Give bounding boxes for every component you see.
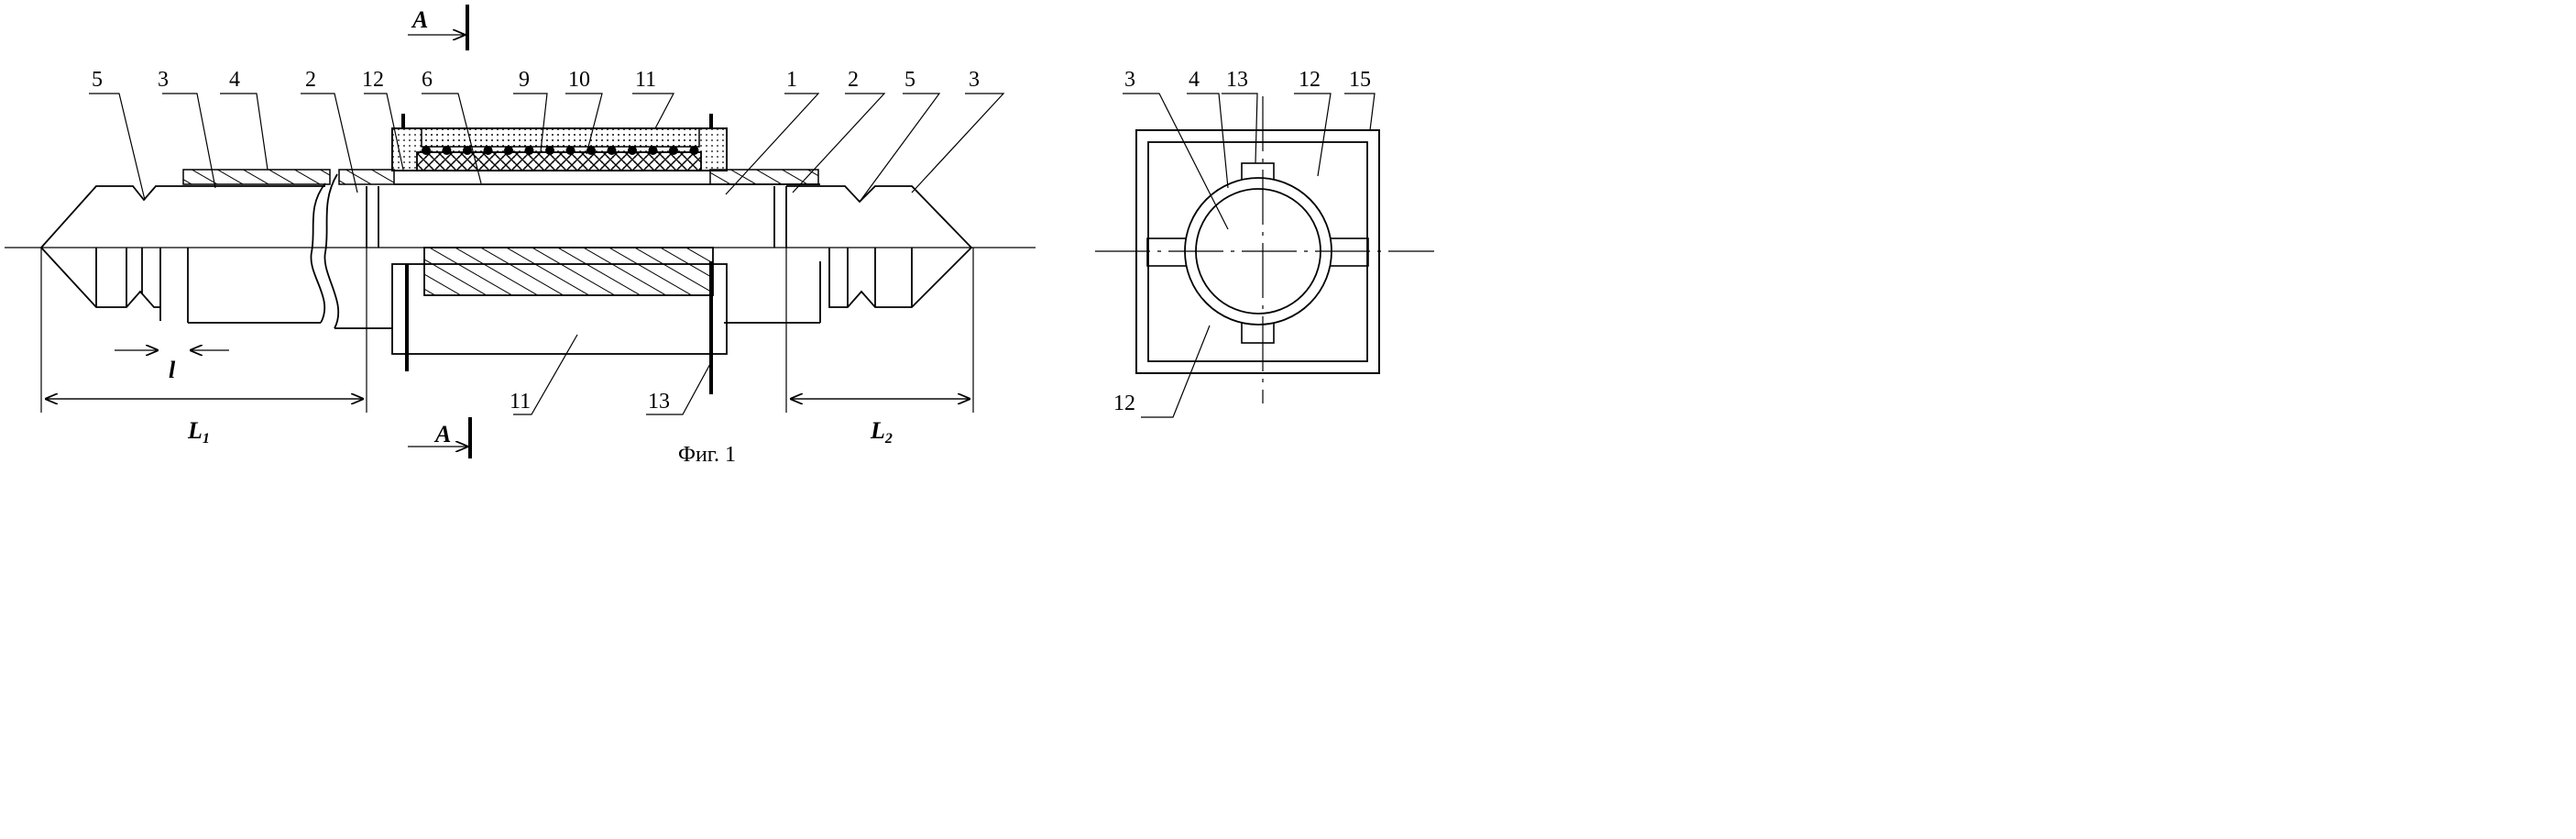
section-label-12-top: 12 — [1299, 68, 1321, 92]
wire-turn — [566, 146, 575, 155]
section-mark-bottom: A — [433, 421, 451, 447]
label-10: 10 — [568, 68, 590, 92]
wire-turn — [608, 146, 617, 155]
label-2-right: 2 — [848, 68, 859, 92]
dim-label-l: l — [169, 357, 176, 383]
label-12-top: 12 — [362, 68, 384, 92]
winding-10 — [417, 152, 701, 171]
section-mark-top: A — [411, 6, 428, 33]
section-label-15: 15 — [1349, 68, 1371, 92]
label-11-top: 11 — [635, 68, 656, 92]
label-2-left: 2 — [305, 68, 316, 92]
wire-turn — [422, 146, 431, 155]
label-4: 4 — [229, 68, 240, 92]
wire-turn — [690, 146, 699, 155]
figure-caption: Фиг. 1 — [678, 443, 736, 467]
label-3-left: 3 — [158, 68, 169, 92]
label-6: 6 — [422, 68, 433, 92]
label-5-right: 5 — [904, 68, 915, 92]
wire-turn — [669, 146, 678, 155]
label-1: 1 — [786, 68, 797, 92]
dim-label-L1: L1 — [187, 417, 210, 447]
wire-turn — [463, 146, 472, 155]
left-end-upper — [41, 186, 325, 248]
label-5-left: 5 — [92, 68, 103, 92]
section-label-12-bottom: 12 — [1113, 392, 1135, 415]
section-view — [1095, 94, 1434, 417]
section-label-3: 3 — [1124, 68, 1135, 92]
layer-4-hatched — [183, 170, 330, 184]
coil-hatched-bottom — [424, 248, 713, 295]
wire-turn — [484, 146, 493, 155]
section-label-4: 4 — [1189, 68, 1200, 92]
label-3-right: 3 — [969, 68, 980, 92]
wire-turn — [443, 146, 452, 155]
wire-turn — [525, 146, 534, 155]
label-13-bottom: 13 — [648, 390, 670, 414]
wire-turn — [504, 146, 513, 155]
wire-turn — [545, 146, 554, 155]
break-line — [311, 183, 325, 323]
wire-turn — [649, 146, 658, 155]
label-11-bottom: 11 — [510, 390, 531, 414]
section-label-13: 13 — [1226, 68, 1248, 92]
dim-label-L2: L2 — [870, 417, 893, 447]
label-9: 9 — [519, 68, 530, 92]
right-end-upper — [786, 186, 971, 248]
right-end-lower — [829, 248, 971, 307]
patent-figure-drawing: 5 3 4 2 12 6 9 10 11 1 2 5 3 11 13 A A l… — [0, 0, 1437, 469]
wire-turn — [628, 146, 637, 155]
